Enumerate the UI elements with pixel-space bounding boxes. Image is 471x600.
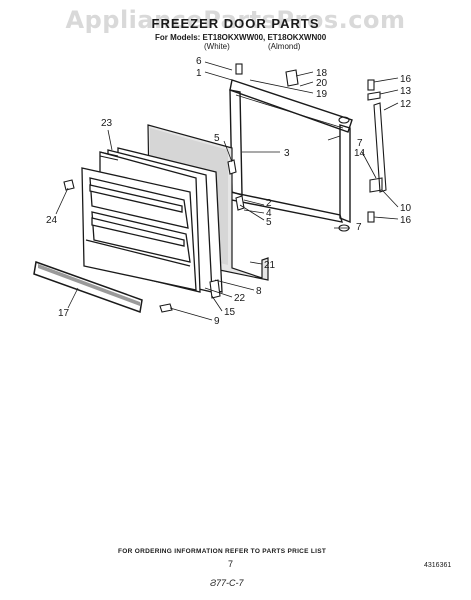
screws	[159, 159, 245, 313]
callout-16a: 16	[400, 74, 412, 85]
callout-10: 10	[400, 203, 412, 214]
diagram-title: FREEZER DOOR PARTS	[151, 16, 320, 31]
color-white: (White)	[204, 42, 230, 51]
callout-22: 22	[234, 293, 246, 304]
callout-9: 9	[214, 316, 220, 327]
color-almond: (Almond)	[268, 42, 301, 51]
callout-7a: 7	[357, 138, 363, 149]
strip-and-screw	[63, 151, 119, 191]
callout-21: 21	[264, 260, 276, 271]
leader-lines	[55, 61, 399, 321]
door-shelf-bar	[33, 260, 143, 314]
callout-7b: 7	[356, 222, 362, 233]
callout-20: 20	[316, 78, 328, 89]
inner-door	[81, 167, 197, 291]
callout-15: 15	[224, 307, 236, 318]
callout-16b: 16	[400, 215, 412, 226]
callout-1: 1	[196, 68, 202, 79]
callout-3: 3	[284, 148, 290, 159]
callout-8: 8	[256, 286, 262, 297]
callout-23: 23	[101, 118, 113, 129]
callout-6: 6	[196, 56, 202, 67]
callout-13: 13	[400, 86, 412, 97]
callout-2: 2	[266, 198, 272, 209]
callout-14: 14	[354, 148, 366, 159]
callout-12: 12	[400, 99, 412, 110]
callout-17: 17	[58, 308, 70, 319]
callout-18: 18	[316, 68, 328, 79]
callout-labels: 6 1 18 20 19 16 13 12 23 5 7 3 14 2 4 5 …	[46, 56, 412, 327]
watermark: AppliancePartsPros.com	[65, 6, 406, 34]
brackets	[235, 63, 299, 87]
callout-5a: 5	[214, 133, 220, 144]
callout-5b: 5	[266, 217, 272, 228]
callout-24: 24	[46, 215, 58, 226]
models-line: For Models: ET18OKXWW00, ET18OKXWN00	[155, 33, 327, 42]
callout-4: 4	[266, 208, 272, 219]
form-code: Ϩ77-C-7	[210, 578, 244, 588]
callout-19: 19	[316, 89, 328, 100]
doc-number: 4316361	[424, 562, 452, 569]
ordering-note: FOR ORDERING INFORMATION REFER TO PARTS …	[118, 548, 327, 555]
page-number: 7	[228, 559, 234, 569]
